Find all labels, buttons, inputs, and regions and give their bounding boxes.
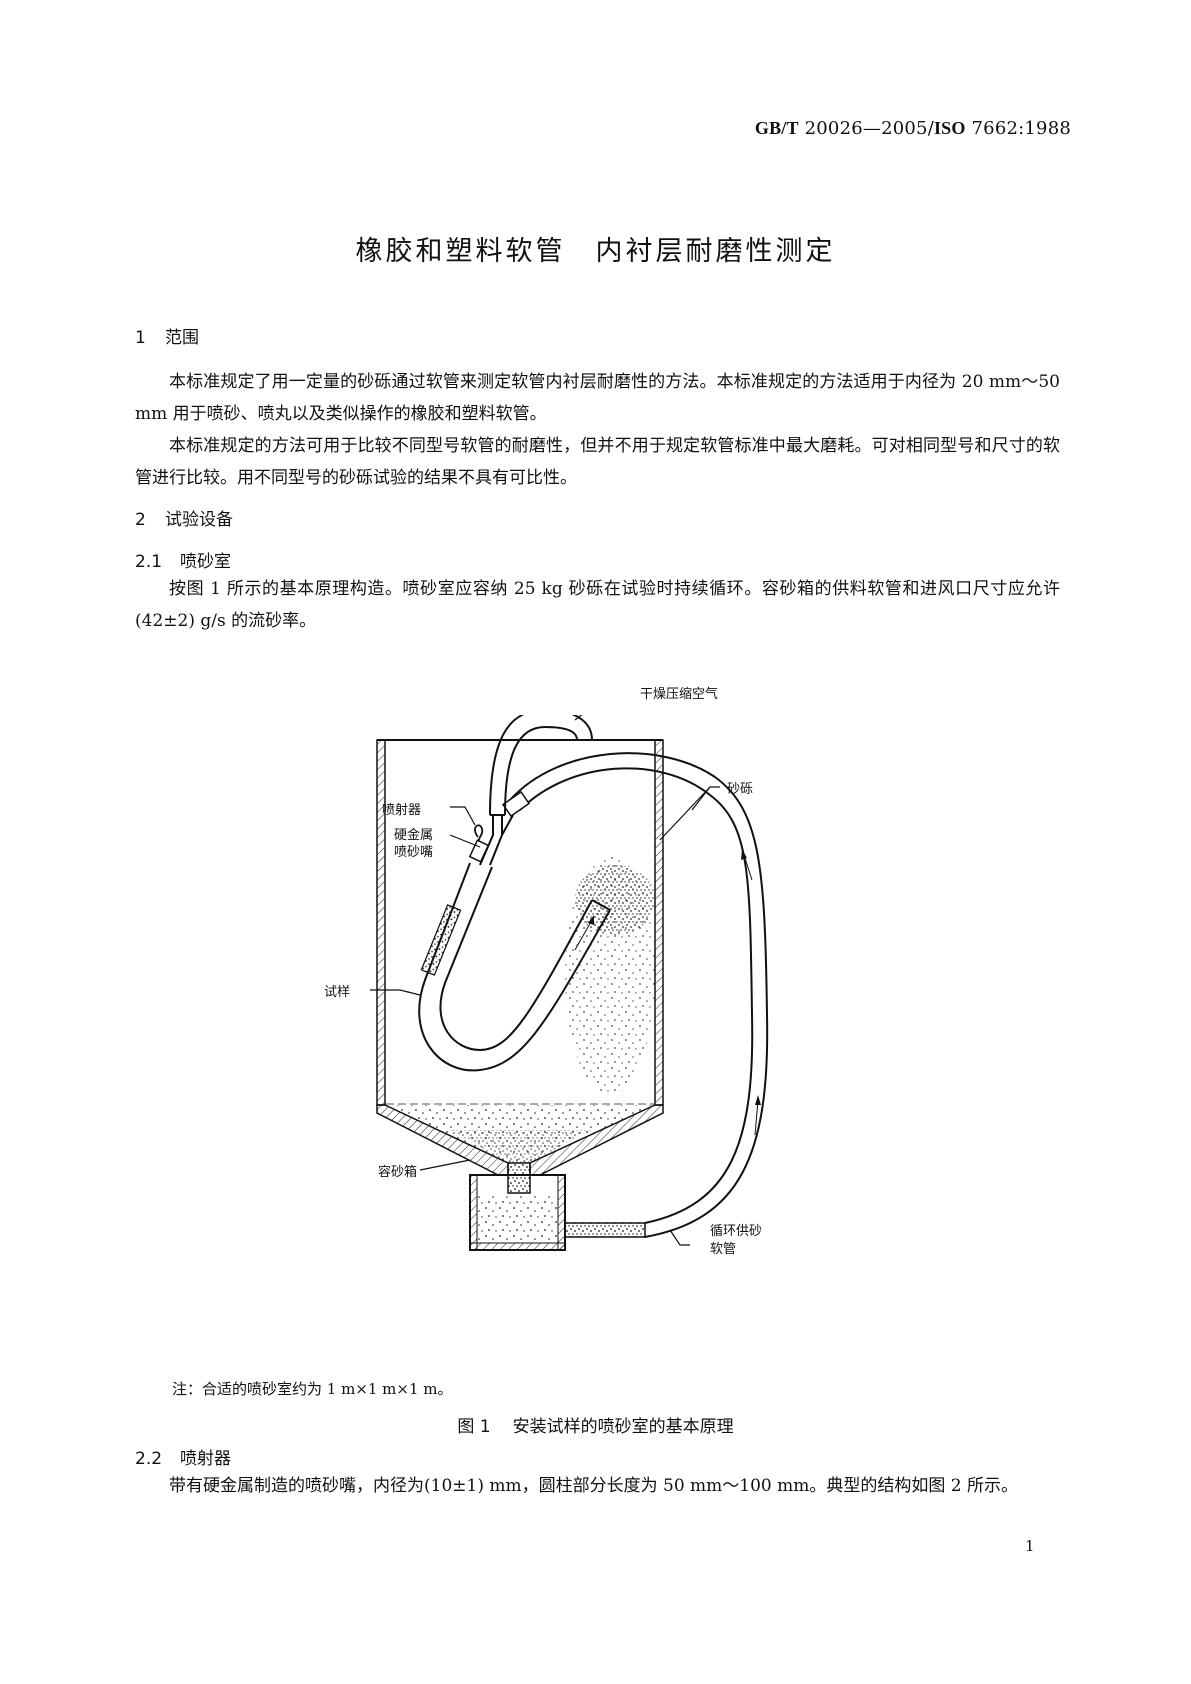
figure-note: 注：合适的喷砂室约为 1 m×1 m×1 m。 <box>172 1380 453 1398</box>
section-2-1-para: 按图 1 所示的基本原理构造。喷砂室应容纳 25 kg 砂砾在试验时持续循环。容… <box>135 579 1060 631</box>
nozzle-line2: 喷砂嘴 <box>394 845 434 860</box>
code-prefix: GB/T <box>754 118 799 138</box>
label-hard-metal-nozzle: 硬金属 喷砂嘴 <box>394 827 433 861</box>
section-number: 2.1 <box>135 552 163 572</box>
blast-chamber-illustration <box>370 706 769 1251</box>
feed-hose-line2: 软管 <box>710 1242 737 1257</box>
section-1-para-1: 本标准规定了用一定量的砂砾通过软管来测定软管内衬层耐磨性的方法。本标准规定的方法… <box>135 372 1060 424</box>
document-title: 橡胶和塑料软管内衬层耐磨性测定 <box>0 229 1191 268</box>
caption-number: 图 1 <box>457 1417 491 1437</box>
label-grit: 砂砾 <box>727 782 754 797</box>
section-title: 范围 <box>165 328 199 348</box>
iso-number: 7662:1988 <box>965 118 1071 139</box>
code-number: 20026—2005/ <box>798 118 934 139</box>
label-injector: 喷射器 <box>382 803 422 818</box>
caption-text: 安装试样的喷砂室的基本原理 <box>512 1417 734 1437</box>
section-2-2-para: 带有硬金属制造的喷砂嘴，内径为(10±1) mm，圆柱部分长度为 50 mm～1… <box>169 1476 1018 1496</box>
section-1-para-2: 本标准规定的方法可用于比较不同型号软管的耐磨性，但并不用于规定软管标准中最大磨耗… <box>135 436 1060 488</box>
feed-hose-line1: 循环供砂 <box>710 1224 763 1239</box>
label-feed-hose: 循环供砂 软管 <box>710 1223 762 1259</box>
figure-1-blast-chamber-diagram: 干燥压缩空气 砂砾 喷射器 硬金属 喷砂嘴 试样 容砂箱 循环供砂 软管 <box>324 687 890 1355</box>
section-title: 喷射器 <box>180 1449 231 1469</box>
nozzle-line1: 硬金属 <box>394 828 434 843</box>
iso-prefix: ISO <box>933 118 966 138</box>
section-number: 2 <box>135 510 146 530</box>
section-title: 试验设备 <box>165 510 233 530</box>
label-specimen: 试样 <box>324 985 351 1000</box>
section-title: 喷砂室 <box>180 552 231 572</box>
section-2-1-heading: 2.1 喷砂室 <box>135 547 231 572</box>
section-number: 1 <box>135 328 146 348</box>
title-part1: 橡胶和塑料软管 <box>355 236 566 267</box>
figure-1-caption: 图 1 安装试样的喷砂室的基本原理 <box>0 1412 1191 1437</box>
section-1-heading: 1 范围 <box>135 323 199 348</box>
page-number: 1 <box>1025 1537 1035 1555</box>
label-grit-box: 容砂箱 <box>378 1165 418 1180</box>
section-2-2-heading: 2.2 喷射器 <box>135 1444 231 1469</box>
section-2-heading: 2 试验设备 <box>135 505 233 530</box>
section-number: 2.2 <box>135 1449 163 1469</box>
label-dry-compressed-air: 干燥压缩空气 <box>640 687 719 702</box>
title-part2: 内衬层耐磨性测定 <box>595 236 836 267</box>
standard-code: GB/T 20026—2005/ISO 7662:1988 <box>755 118 1071 139</box>
